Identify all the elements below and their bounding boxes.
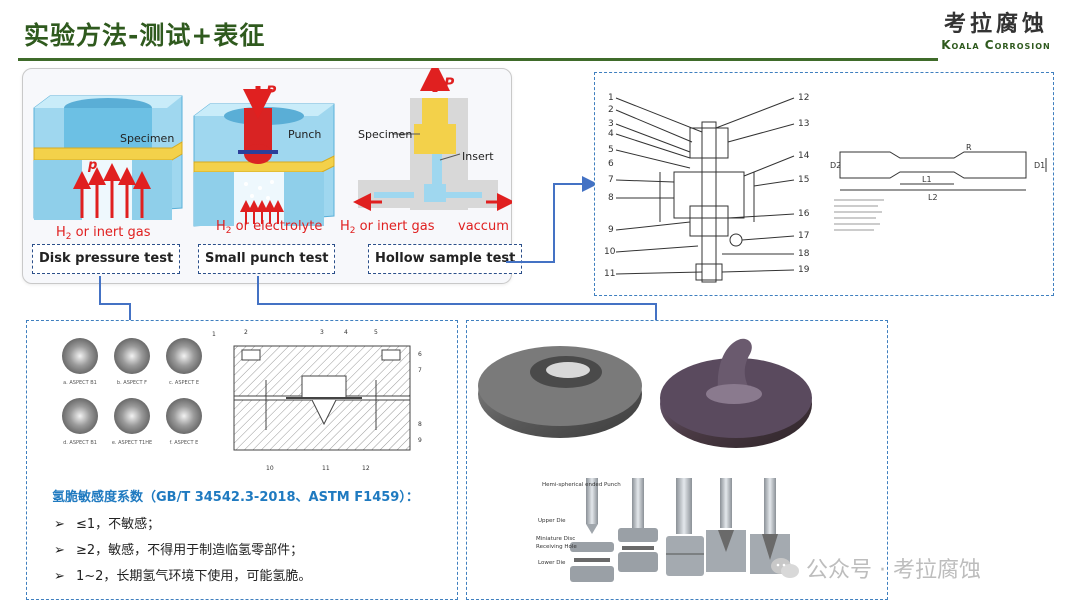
disk-caption-d: d. ASPECT B1: [63, 440, 97, 446]
hollow-insert-label: Insert: [462, 150, 494, 163]
schematic-num-12: 12: [798, 93, 809, 103]
schematic-num-5: 5: [608, 145, 614, 155]
schematic-num-18: 18: [798, 249, 810, 259]
disk-caption-c: c. ASPECT E: [169, 380, 199, 386]
schematic-num-2: 2: [608, 105, 614, 115]
sensitivity-list: ➢≤1，不敏感； ➢≥2，敏感，不得用于制造临氢零部件； ➢1~2，长期氢气环境…: [54, 512, 311, 590]
disk-caption-a: a. ASPECT B1: [63, 380, 97, 386]
schematic-num-13: 13: [798, 119, 809, 129]
schematic-num-11: 11: [604, 269, 615, 279]
die-label-5: 5: [374, 329, 378, 336]
logo-chinese: 考拉腐蚀: [943, 12, 1048, 37]
watermark-text: 公众号 · 考拉腐蚀: [806, 558, 981, 583]
small-punch-test-label: Small punch test: [198, 244, 336, 274]
schematic-num-6: 6: [608, 159, 614, 169]
disk-specimen-label: Specimen: [120, 132, 174, 145]
die-label-9: 9: [418, 437, 422, 444]
die-assembly-drawing: [233, 345, 411, 451]
seq-label-upper-die: Upper Die: [538, 518, 566, 524]
list-item: ➢≤1，不敏感；: [54, 512, 311, 538]
small-punch-diagram: P Punch H2 or electrolyte: [193, 84, 335, 236]
dim-d1: D1: [1034, 161, 1045, 170]
disk-caption-f: f. ASPECT E: [170, 440, 199, 446]
hollow-gas-label: H2 or inert gas: [340, 219, 435, 236]
hollow-sample-diagram: P Specimen Insert H2 or inert gas vaccum: [340, 68, 512, 236]
die-label-7: 7: [418, 367, 422, 374]
punch-force-label: P: [266, 84, 277, 100]
die-label-1: 1: [212, 331, 216, 338]
seq-label-punch: Hemi-spherical ended Punch: [542, 482, 621, 488]
punched-disk-photo-1: [478, 346, 642, 438]
wechat-icon: [771, 558, 799, 578]
logo-english: Koala Corrosion: [941, 38, 1051, 52]
die-label-6: 6: [418, 351, 422, 358]
disk-caption-e: e. ASPECT T1HE: [112, 440, 152, 446]
title-divider: [18, 58, 938, 61]
bullet-arrow-icon: ➢: [54, 543, 65, 558]
schematic-num-1: 1: [608, 93, 614, 103]
hollow-sample-test-label: Hollow sample test: [368, 244, 523, 274]
die-label-10: 10: [266, 465, 274, 472]
schematic-num-4: 4: [608, 129, 614, 139]
sensitivity-title: 氢脆敏感度系数（GB/T 34542.3-2018、ASTM F1459）：: [52, 490, 419, 505]
schematic-num-19: 19: [798, 265, 810, 275]
dim-l1: L1: [922, 175, 932, 184]
seq-label-hole: Receiving Hole: [536, 544, 577, 550]
schematic-num-17: 17: [798, 231, 809, 241]
schematic-num-9: 9: [608, 225, 614, 235]
disk-pressure-test-label: Disk pressure test: [32, 244, 181, 274]
seq-label-disc: Miniature Disc: [536, 536, 575, 542]
schematic-num-8: 8: [608, 193, 614, 203]
hollow-force-label: P: [444, 76, 455, 92]
small-punch-figure: Hemi-spherical ended Punch Upper Die Min…: [478, 338, 812, 582]
punch-sequence-drawing: [570, 478, 790, 582]
bullet-arrow-icon: ➢: [54, 517, 65, 532]
disk-caption-b: b. ASPECT F: [117, 380, 147, 386]
hollow-specimen-label: Specimen: [358, 128, 412, 141]
die-label-4: 4: [344, 329, 348, 336]
die-label-2: 2: [244, 329, 248, 336]
dim-d2: D2: [830, 161, 841, 170]
brand-logo: 考拉腐蚀 Koala Corrosion: [926, 12, 1066, 52]
dim-r: R: [966, 143, 972, 152]
hollow-apparatus-schematic: 1 2 3 4 5 7 8 9 10 11 6 12 13 14 15 16 1…: [604, 93, 1047, 283]
disk-gas-label: H2 or inert gas: [56, 225, 151, 242]
disk-photos: [62, 338, 202, 434]
list-item: ➢≥2，敏感，不得用于制造临氢零部件；: [54, 538, 311, 564]
bullet-arrow-icon: ➢: [54, 569, 65, 584]
schematic-num-15: 15: [798, 175, 809, 185]
seq-label-lower-die: Lower Die: [538, 560, 566, 566]
die-label-3: 3: [320, 329, 324, 336]
schematic-num-7: 7: [608, 175, 614, 185]
hollow-vacuum-label: vaccum: [458, 219, 509, 234]
schematic-num-16: 16: [798, 209, 810, 219]
schematic-num-10: 10: [604, 247, 616, 257]
schematic-num-14: 14: [798, 151, 810, 161]
disk-pressure-label: p: [87, 158, 97, 173]
schematic-num-3: 3: [608, 119, 614, 129]
punched-disk-photo-2: [660, 338, 812, 448]
punch-label: Punch: [288, 128, 321, 141]
test-diagrams: Specimen p H2 or inert gas P Punch H2 or…: [33, 68, 512, 242]
disk-pressure-diagram: Specimen p H2 or inert gas: [33, 95, 183, 242]
watermark: 公众号 · 考拉腐蚀: [770, 552, 981, 584]
die-label-11: 11: [322, 465, 330, 472]
page-title: 实验方法-测试+表征: [24, 21, 266, 50]
disk-results-figure: a. ASPECT B1 b. ASPECT F c. ASPECT E d. …: [62, 329, 422, 472]
hollow-apparatus-panel: [594, 72, 1054, 296]
die-label-8: 8: [418, 421, 422, 428]
list-item: ➢1~2，长期氢气环境下使用，可能氢脆。: [54, 564, 311, 590]
punch-gas-label: H2 or electrolyte: [216, 219, 322, 236]
die-label-12: 12: [362, 465, 370, 472]
dim-l2: L2: [928, 193, 938, 202]
